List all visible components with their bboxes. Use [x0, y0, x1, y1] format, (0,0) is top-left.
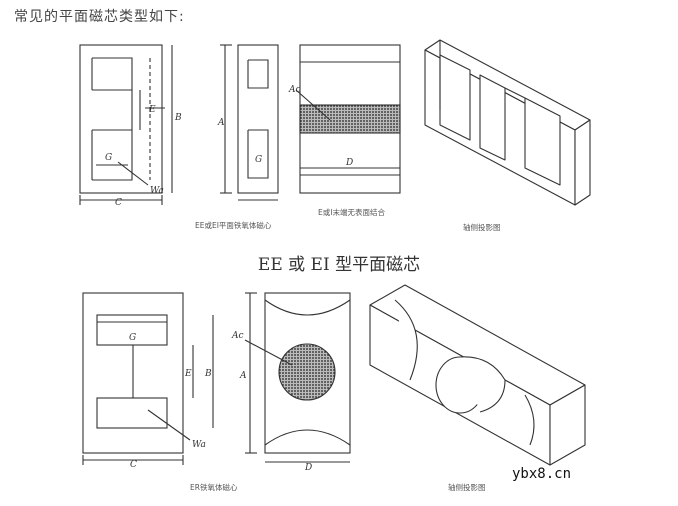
label-d-1: D [345, 158, 353, 168]
ee-isometric-view [424, 39, 591, 206]
label-e-1: E [148, 105, 156, 115]
label-ac-2: Ac [231, 331, 244, 341]
label-ac-1: Ac [288, 85, 301, 95]
ee-side-view [220, 44, 279, 201]
section-title-ee-ei: EE 或 EI 型平面磁芯 [257, 255, 421, 275]
label-d-2: D [304, 463, 312, 473]
label-wa-2: Wa [192, 440, 206, 450]
label-c-2: C [130, 460, 137, 470]
ee-front-view [79, 44, 173, 205]
ee-cross-section [295, 44, 401, 194]
label-b-1: B [174, 113, 182, 123]
label-c-1: C [115, 198, 122, 208]
er-side-view [244, 292, 351, 463]
watermark: ybx8.cn [512, 466, 572, 482]
caption-ee-ei-isometric: 轴侧投影图 [463, 222, 501, 232]
label-g-2: G [255, 155, 262, 165]
label-a-2: A [239, 371, 247, 381]
label-g-3: G [129, 333, 136, 343]
label-b-2: B [204, 369, 212, 379]
label-g-1: G [105, 153, 112, 163]
label-e-2: E [184, 369, 192, 379]
caption-er-isometric: 轴侧投影图 [448, 482, 486, 492]
er-front-view [82, 292, 214, 465]
label-wa-1: Wa [150, 186, 164, 196]
caption-ee-ei-ferrite: EE或EI平面铁氧体磁心 [195, 220, 272, 230]
caption-ee-ei-cross-section: E或I末端无表面结合 [318, 207, 385, 217]
er-isometric-view [369, 284, 586, 466]
label-a-1: A [217, 118, 225, 128]
caption-er-ferrite: ER铁氧体磁心 [190, 482, 238, 492]
page-heading: 常见的平面磁芯类型如下: [14, 9, 185, 25]
